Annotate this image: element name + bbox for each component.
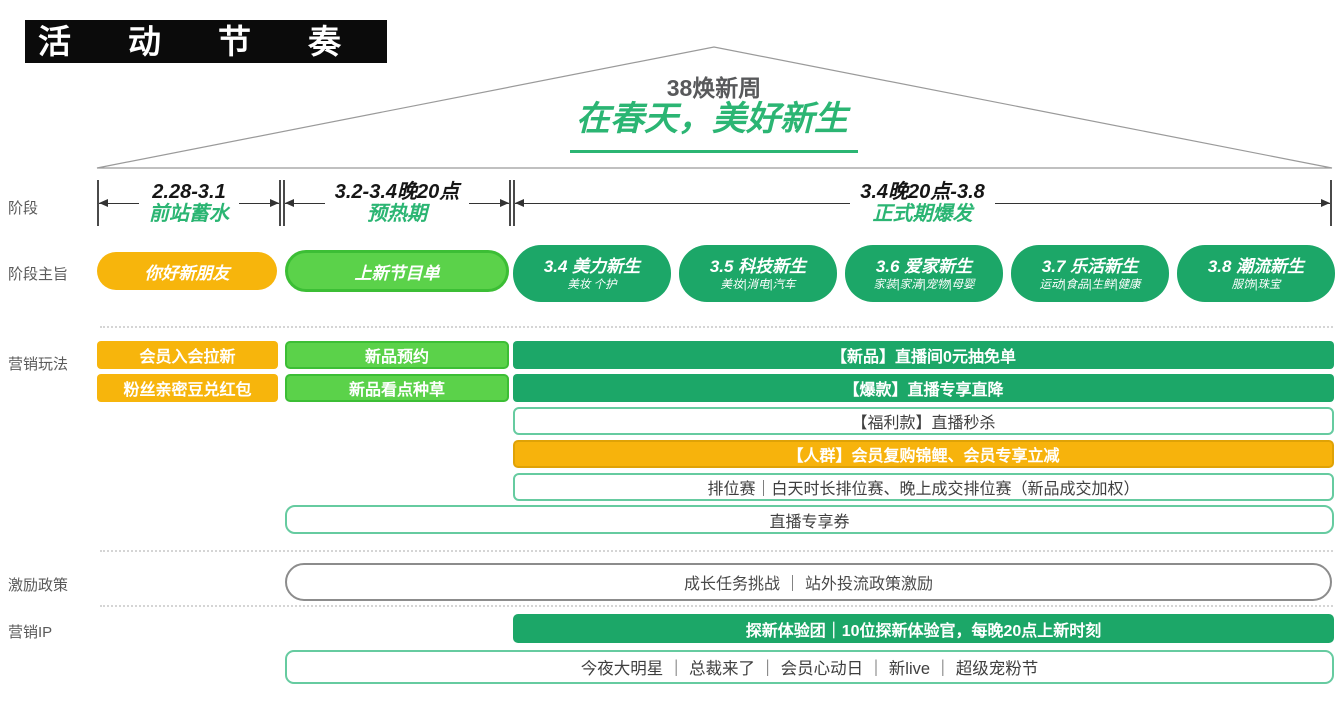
phase-1-date: 2.28-3.1: [152, 180, 226, 203]
dimension-tick: [509, 180, 512, 226]
tactic-member-recruit: 会员入会拉新: [97, 341, 278, 369]
phase-2-name: 预热期: [367, 202, 427, 225]
tactic-new-product-seeding: 新品看点种草: [285, 374, 509, 402]
dimension-arrow-left: [99, 198, 139, 207]
theme-day-3-8: 3.8 潮流新生 服饰|珠宝: [1177, 245, 1335, 302]
phase-segment-2: 3.2-3.4晚20点 预热期: [283, 179, 512, 227]
tactic-welfare-flash-sale: 【福利款】直播秒杀: [513, 407, 1334, 435]
ip-explore-new-team: 探新体验团｜10位探新体验官，每晚20点上新时刻: [513, 614, 1334, 643]
theme-day-3-4: 3.4 美力新生 美妆 个护: [513, 245, 671, 302]
separator-line: [100, 550, 1333, 552]
phase-1-name: 前站蓄水: [149, 202, 229, 225]
ip-show-lineup: 今夜大明星 ｜ 总裁来了 ｜ 会员心动日 ｜ 新live ｜ 超级宠粉节: [285, 650, 1334, 684]
dimension-tick: [513, 180, 515, 226]
phase-3-text: 3.4晚20点-3.8 正式期爆发: [860, 181, 985, 226]
dimension-arrow-right: [994, 198, 1331, 207]
phase-3-name: 正式期爆发: [872, 202, 973, 225]
theme-day-3-5: 3.5 科技新生 美妆|消电|汽车: [679, 245, 837, 302]
dimension-arrow-right: [469, 198, 510, 207]
page-title: 活动节奏: [25, 20, 387, 63]
tactic-live-free-draw: 【新品】直播间0元抽免单: [513, 341, 1334, 369]
theme-day-3-7: 3.7 乐活新生 运动|食品|生鲜|健康: [1011, 245, 1169, 302]
day-categories: 美妆|消电|汽车: [720, 279, 796, 291]
row-label-tactics: 营销玩法: [8, 356, 69, 373]
day-categories: 美妆 个护: [567, 279, 617, 291]
phase-1-text: 2.28-3.1 前站蓄水: [149, 181, 229, 226]
dimension-tick: [97, 180, 99, 226]
day-title: 3.4 美力新生: [543, 257, 641, 276]
day-title: 3.7 乐活新生: [1041, 257, 1139, 276]
row-label-marketing-ip: 营销IP: [8, 624, 53, 641]
row-label-phase: 阶段: [8, 200, 39, 217]
theme-pill-1: 你好新朋友: [97, 252, 277, 290]
dimension-tick: [279, 180, 281, 226]
phase-segment-3: 3.4晚20点-3.8 正式期爆发: [513, 179, 1333, 227]
tactic-live-exclusive-discount: 【爆款】直播专享直降: [513, 374, 1334, 402]
theme-pill-2: 上新节目单: [285, 250, 509, 292]
phase-3-date: 3.4晚20点-3.8: [860, 180, 985, 203]
row-label-incentive: 激励政策: [8, 577, 69, 594]
tactic-fans-redpacket: 粉丝亲密豆兑红包: [97, 374, 278, 402]
theme-day-3-6: 3.6 爱家新生 家装|家清|宠物|母婴: [845, 245, 1003, 302]
day-title: 3.6 爱家新生: [875, 257, 973, 276]
row-label-theme: 阶段主旨: [8, 266, 69, 283]
tactic-ranking-contest: 排位赛｜白天时长排位赛、晚上成交排位赛（新品成交加权）: [513, 473, 1334, 501]
campaign-week-title: 38焕新周: [666, 75, 762, 101]
dimension-tick: [283, 180, 285, 226]
day-categories: 运动|食品|生鲜|健康: [1039, 279, 1141, 291]
dimension-tick: [1330, 180, 1333, 226]
campaign-slogan: 在春天，美好新生: [570, 98, 858, 153]
phase-segment-1: 2.28-3.1 前站蓄水: [97, 179, 281, 227]
tactic-live-coupon: 直播专享券: [285, 505, 1334, 534]
phase-2-text: 3.2-3.4晚20点 预热期: [335, 181, 460, 226]
tactic-member-repurchase: 【人群】会员复购锦鲤、会员专享立减: [513, 440, 1334, 468]
day-title: 3.5 科技新生: [709, 257, 807, 276]
incentive-bar: 成长任务挑战 ｜ 站外投流政策激励: [285, 563, 1332, 601]
campaign-slogan-wrap: 在春天，美好新生: [414, 98, 1014, 153]
separator-line: [100, 605, 1333, 607]
day-title: 3.8 潮流新生: [1207, 257, 1305, 276]
phase-2-date: 3.2-3.4晚20点: [334, 180, 460, 203]
dimension-arrow-left: [285, 198, 325, 207]
separator-line: [100, 326, 1333, 328]
day-categories: 服饰|珠宝: [1231, 279, 1281, 291]
dimension-arrow-left: [515, 198, 851, 207]
roof-triangle: [96, 46, 1333, 169]
day-categories: 家装|家清|宠物|母婴: [873, 279, 975, 291]
tactic-new-product-reserve: 新品预约: [285, 341, 509, 369]
dimension-arrow-right: [239, 198, 279, 207]
